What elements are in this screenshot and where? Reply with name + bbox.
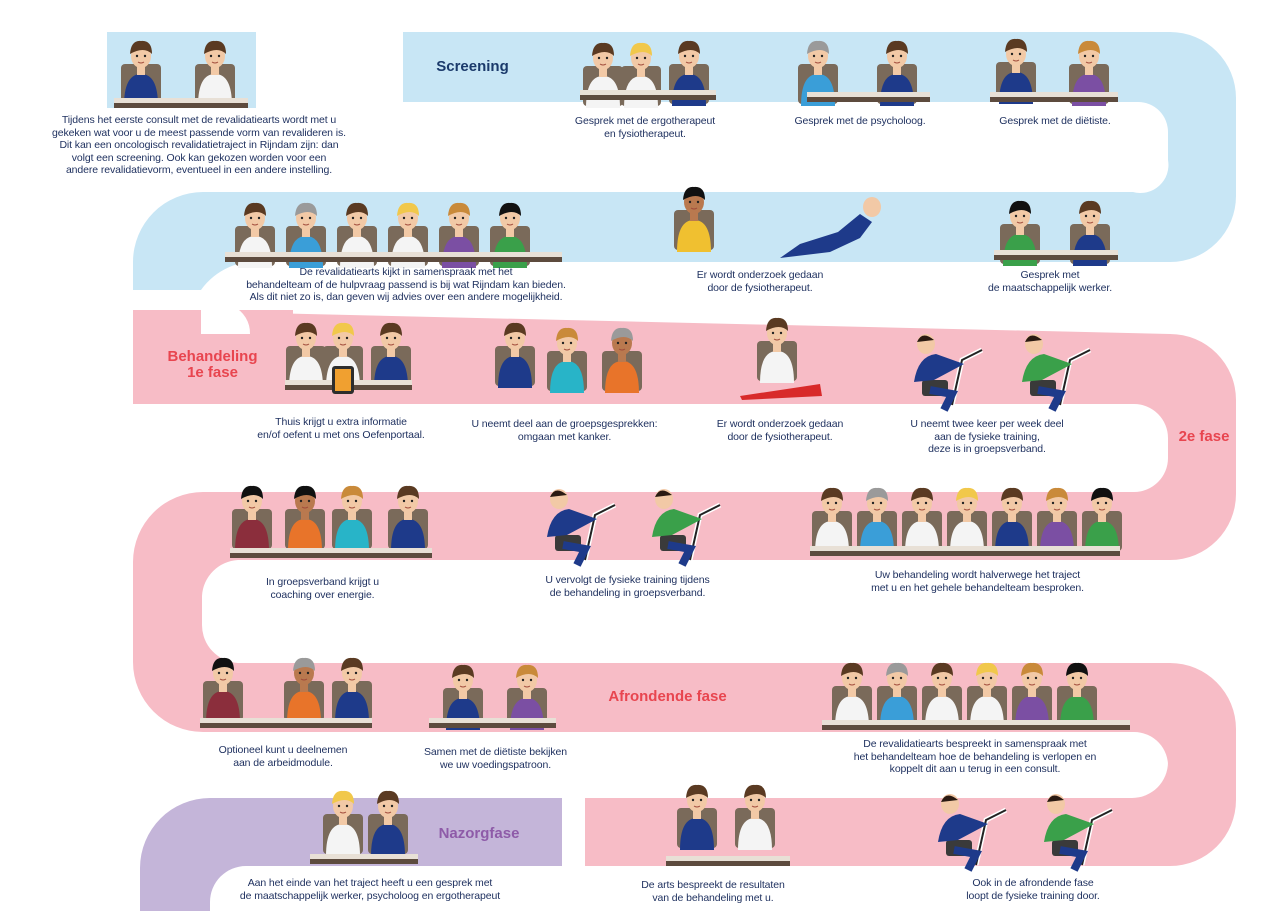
exercise-bike-1: [914, 334, 984, 412]
table-midway: [810, 546, 1120, 551]
person-figure: [332, 657, 372, 723]
phase-treatment-1: Behandeling 1e fase: [167, 348, 258, 381]
team-member: [1037, 487, 1077, 553]
exercise-bike-2: [1022, 334, 1092, 412]
team-member: [857, 487, 897, 553]
stretching-patient: [740, 384, 822, 400]
caption-oefenportaal: Thuis krijgt u extra informatie en/of oe…: [257, 416, 425, 441]
caption-eindgesprek: Aan het einde van het traject heeft u ee…: [239, 877, 501, 902]
team-member: [992, 487, 1032, 553]
person-figure: [284, 657, 324, 723]
person-figure: [232, 485, 272, 551]
table-diet-edge: [990, 97, 1118, 102]
team-member: [967, 662, 1007, 728]
exercise-bike-5: [938, 794, 1008, 872]
person-figure: [388, 485, 428, 551]
team-member: [812, 487, 852, 553]
table-aftercare-edge: [310, 859, 418, 864]
phase-final: Afrondende fase: [608, 688, 727, 705]
phase-treatment-2: 2e fase: [1178, 428, 1230, 445]
exercising-patient: [780, 214, 872, 258]
exercise-bike-4: [652, 489, 722, 567]
table-psych: [807, 92, 930, 97]
caption-psycholoog: Gesprek met de psycholoog.: [794, 115, 926, 127]
team-member: [947, 487, 987, 553]
phase-screening: Screening: [436, 58, 509, 75]
person-figure: [323, 790, 363, 856]
person-figure: [286, 322, 326, 388]
table-diet-2-edge: [429, 723, 556, 728]
table-diet: [990, 92, 1118, 97]
caption-terugkoppeling: De revalidatiearts bespreekt in samenspr…: [853, 738, 1097, 775]
table-final: [822, 720, 1130, 725]
table-intro: [114, 98, 248, 103]
team-member: [1012, 662, 1052, 728]
caption-groepsgesprekken: U neemt deel aan de groepsgesprekken: om…: [471, 418, 658, 443]
caption-team-review: De revalidatiearts kijkt in samenspraak …: [246, 266, 566, 303]
caption-intro: Tijdens het eerste consult met de revali…: [52, 114, 346, 176]
team-member: [1057, 662, 1097, 728]
caption-arbeidmodule: Optioneel kunt u deelnemen aan de arbeid…: [218, 744, 348, 769]
table-final-edge: [822, 725, 1130, 730]
table-social: [994, 250, 1118, 255]
table-team-edge: [225, 257, 562, 262]
table-diet-2: [429, 718, 556, 723]
exercise-bike-6: [1044, 794, 1114, 872]
table-psych-edge: [807, 97, 930, 102]
caption-dietiste: Gesprek met de diëtiste.: [999, 115, 1111, 127]
team-member: [832, 662, 872, 728]
table-energy: [230, 548, 432, 553]
table-ergo: [580, 90, 716, 95]
team-member: [877, 662, 917, 728]
person-figure: [332, 485, 372, 551]
team-member: [902, 487, 942, 553]
table-team: [225, 252, 562, 257]
table-work-edge: [200, 723, 372, 728]
table-results-edge: [666, 861, 790, 866]
caption-energie: In groepsverband krijgt u coaching over …: [265, 576, 380, 601]
exercise-bike-3: [547, 489, 617, 567]
team-member: [922, 662, 962, 728]
caption-resultaten: De arts bespreekt de resultaten van de b…: [641, 879, 785, 904]
caption-voeding: Samen met de diëtiste bekijken we uw voe…: [424, 746, 567, 771]
person-figure: [602, 327, 642, 393]
caption-training-afrondend: Ook in de afrondende fase loopt de fysie…: [966, 877, 1100, 902]
tablet-screen: [335, 369, 351, 391]
caption-maatschappelijk: Gesprek met de maatschappelijk werker.: [987, 269, 1113, 294]
table-work: [200, 718, 372, 723]
physiotherapist: [674, 186, 714, 252]
caption-fysio-onderzoek-1: Er wordt onderzoek gedaan door de fysiot…: [696, 269, 824, 294]
caption-halverwege: Uw behandeling wordt halverwege het traj…: [871, 569, 1084, 594]
person-figure: [371, 322, 411, 388]
person-figure: [547, 327, 587, 393]
caption-ergo-fysio: Gesprek met de ergotherapeut en fysiothe…: [574, 115, 716, 140]
person-figure: [285, 485, 325, 551]
phase-aftercare: Nazorgfase: [438, 825, 520, 842]
table-energy-edge: [230, 553, 432, 558]
person-figure: [495, 322, 535, 388]
person-doctor: [195, 40, 235, 106]
caption-fysio-onderzoek-2: Er wordt onderzoek gedaan door de fysiot…: [716, 418, 844, 443]
table-midway-edge: [810, 551, 1120, 556]
team-member: [1082, 487, 1122, 553]
person-figure: [203, 657, 243, 723]
person-figure: [735, 784, 775, 850]
therapist-stretch: [757, 317, 797, 383]
person-figure: [677, 784, 717, 850]
treatment-corner: [201, 303, 251, 334]
caption-training: U neemt twee keer per week deel aan de f…: [910, 418, 1064, 455]
person-figure: [368, 790, 408, 856]
table-aftercare: [310, 854, 418, 859]
person-patient: [121, 40, 161, 106]
caption-training-vervolg: U vervolgt de fysieke training tijdens d…: [545, 574, 710, 599]
table-intro-edge: [114, 103, 248, 108]
table-results: [666, 856, 790, 861]
table-social-edge: [994, 255, 1118, 260]
exercising-head: [863, 197, 881, 217]
table-ergo-edge: [580, 95, 716, 100]
